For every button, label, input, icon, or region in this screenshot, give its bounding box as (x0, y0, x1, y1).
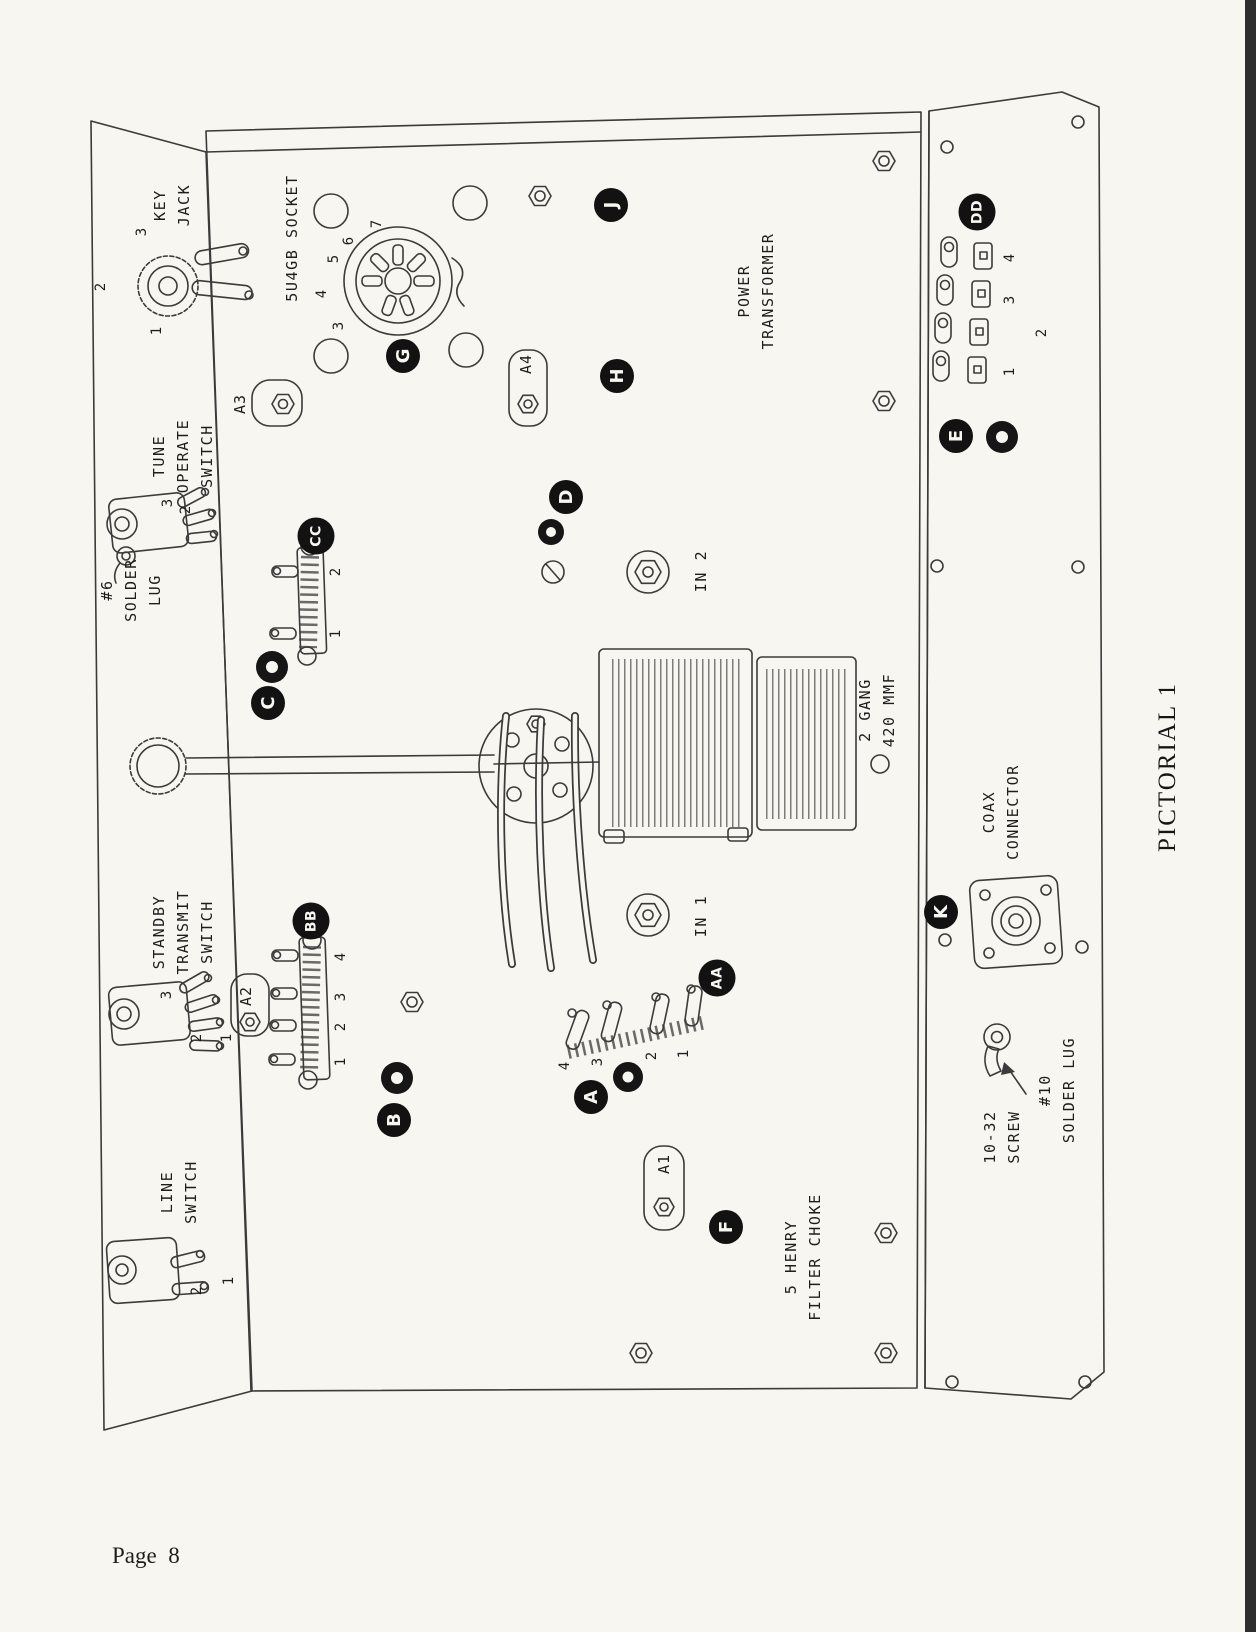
standby-terminal-number: 1 (219, 1033, 235, 1043)
tune-operate-terminal-number: 2 (178, 505, 194, 515)
a4-clamp-drawing (508, 349, 548, 427)
aa-lug-row-drawing (565, 984, 708, 1059)
a1-clamp-drawing (643, 1145, 685, 1231)
right-strip-number: 1 (1002, 367, 1018, 377)
coax-connector-drawing (968, 874, 1064, 970)
bb-strip-number: 2 (333, 1022, 349, 1032)
right-strip-number: 4 (1002, 253, 1018, 263)
key-jack-terminal-number: 3 (134, 227, 150, 237)
cc-strip-number: 2 (328, 567, 344, 577)
page-number: Page 8 (112, 1543, 180, 1568)
key-jack-terminal-number: 2 (93, 282, 109, 292)
label-filter-choke: 5 HENRY FILTER CHOKE (782, 1193, 824, 1321)
cc-terminal-strip-drawing (269, 536, 328, 666)
grommet-d-washer (538, 519, 564, 545)
label-power-transformer: POWER TRANSFORMER (735, 232, 777, 350)
panel-screws (400, 150, 898, 1364)
callout-g: G (386, 339, 420, 373)
right-strip-number: 3 (1002, 295, 1018, 305)
grommet-a (613, 1062, 643, 1092)
label-10-32-screw: 10-32 SCREW (981, 1110, 1023, 1164)
standby-switch-drawing (107, 971, 225, 1052)
panel-holes (930, 115, 1092, 1389)
aa-lug-number: 3 (590, 1057, 606, 1067)
callout-b: B (377, 1103, 411, 1137)
label-coax-connector: COAX CONNECTOR (980, 764, 1022, 860)
callout-dd: DD (958, 193, 996, 231)
callout-c: C (251, 686, 285, 720)
key-jack-drawing (137, 242, 254, 317)
callout-f: F (709, 1210, 743, 1244)
label-2-gang-capacitor: 2 GANG 420 MMF (856, 672, 898, 748)
solder-lug-6-drawing (113, 546, 136, 584)
callout-k: K (924, 895, 958, 929)
aa-lug-number: 4 (557, 1061, 573, 1071)
right-terminal-strips (932, 236, 993, 384)
callout-a: A (574, 1080, 608, 1114)
label-key-jack: KEY JACK (151, 183, 193, 227)
variable-capacitor-drawing (493, 648, 890, 844)
tube-socket-drawing (313, 185, 488, 374)
standby-terminal-number: 2 (189, 1033, 205, 1043)
key-jack-terminal-number: 1 (149, 326, 165, 336)
callout-h: H (600, 359, 634, 393)
socket-pin-number: 3 (331, 321, 347, 331)
grommet-e (986, 421, 1018, 453)
clamp-label-a4: A4 (517, 353, 535, 375)
right-strip-number: 2 (1034, 328, 1050, 338)
socket-pin-slots (361, 244, 435, 317)
scan-edge-shadow (1245, 0, 1256, 1632)
label-tune-operate-switch: TUNE OPERATE SWITCH (150, 418, 216, 494)
socket-pin-number: 6 (341, 236, 357, 246)
label-in-2: IN 2 (692, 549, 710, 593)
callout-j: J (594, 188, 628, 222)
callout-aa: AA (698, 959, 736, 997)
bb-terminal-strip-drawing (268, 930, 331, 1090)
label-10-solder-lug: #10 SOLDER LUG (1036, 1036, 1078, 1144)
bb-strip-number: 1 (333, 1057, 349, 1067)
chassis-outline (90, 91, 1105, 1431)
callout-bb: BB (292, 902, 330, 940)
slotted-screw (541, 560, 565, 584)
clamp-label-a3: A3 (231, 393, 249, 415)
solder-lug-10-drawing (983, 1023, 1011, 1077)
label-solder-lug-6: #6 SOLDER LUG (98, 558, 164, 622)
callout-cc: CC (297, 517, 335, 555)
tuning-knob-shaft (129, 737, 495, 795)
a2-clamp-drawing (230, 973, 270, 1037)
callout-d: D (549, 480, 583, 514)
line-switch-terminal-number: 1 (221, 1276, 237, 1286)
line-switch-terminal-number: 2 (189, 1286, 205, 1296)
in2-standoff-drawing (626, 550, 670, 594)
line-switch-drawing (105, 1236, 210, 1305)
label-standby-transmit-switch: STANDBY TRANSMIT SWITCH (150, 889, 216, 975)
socket-pin-number: 7 (369, 219, 385, 229)
clamp-label-a2: A2 (237, 985, 255, 1007)
clamp-label-a1: A1 (655, 1153, 673, 1175)
a3-clamp-drawing (251, 379, 303, 427)
in1-standoff-drawing (626, 893, 670, 937)
callout-e: E (939, 419, 973, 453)
pictorial-title: PICTORIAL 1 (1154, 682, 1181, 852)
aa-lug-number: 1 (676, 1049, 692, 1059)
tune-operate-switch-drawing (106, 486, 219, 554)
bb-strip-number: 4 (333, 952, 349, 962)
drive-rods (497, 712, 597, 972)
standby-terminal-number: 3 (159, 990, 175, 1000)
grommet-b (381, 1062, 413, 1094)
aa-lug-number: 2 (644, 1051, 660, 1061)
label-5u4gb-socket: 5U4GB SOCKET (283, 174, 301, 302)
tune-operate-terminal-number: 3 (160, 498, 176, 508)
socket-pin-number: 4 (314, 289, 330, 299)
pointer-arrow (1001, 1062, 1027, 1095)
label-in-1: IN 1 (692, 894, 710, 938)
cc-strip-number: 1 (328, 629, 344, 639)
label-line-switch: LINE SWITCH (158, 1160, 200, 1224)
grommet-c (256, 651, 288, 683)
socket-pin-number: 5 (326, 254, 342, 264)
bb-strip-number: 3 (333, 992, 349, 1002)
